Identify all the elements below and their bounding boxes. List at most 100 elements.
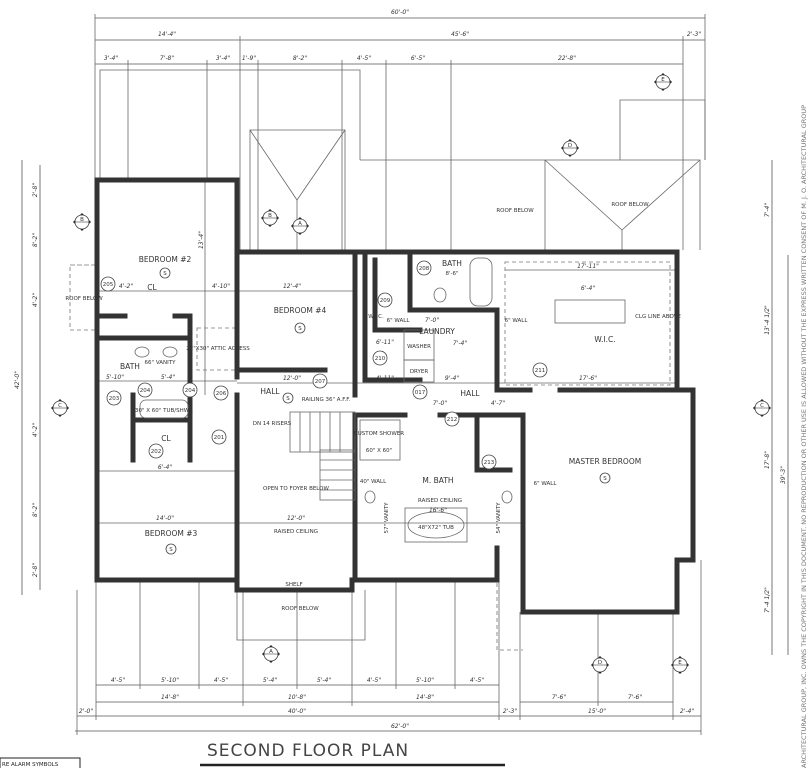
dryer-label: DRYER bbox=[410, 369, 429, 375]
door-tag-number: 203 bbox=[109, 396, 120, 402]
room-bedroom-4: BEDROOM #4 bbox=[274, 306, 327, 315]
vanity-label: 54" VANITY bbox=[496, 502, 502, 534]
dim-label: 7'-4" bbox=[764, 203, 771, 217]
tub-shower-label: 30" X 60" TUB/SHWR bbox=[135, 408, 193, 414]
door-tag-number: 213 bbox=[484, 460, 495, 466]
door-tag: 212 bbox=[444, 411, 460, 427]
wall-note: 6" WALL bbox=[387, 318, 411, 324]
dim-label: 7'-4" bbox=[453, 340, 467, 347]
stairs-label: DN 14 RISERS bbox=[253, 421, 292, 427]
section-marker-icon: D bbox=[591, 656, 609, 674]
smoke-detector-icon: S bbox=[282, 392, 294, 404]
room-wic-large: W.I.C. bbox=[594, 335, 615, 344]
ceiling-line-note: CLG LINE ABOVE bbox=[635, 314, 681, 320]
dim-label: 2'-8" bbox=[32, 563, 39, 577]
open-to-foyer: OPEN TO FOYER BELOW bbox=[263, 486, 329, 492]
dim-top-overall: 60'-0" bbox=[391, 9, 409, 16]
door-tag-number: 208 bbox=[419, 266, 430, 272]
section-marker-icon: B bbox=[73, 213, 91, 231]
room-wic-small: W.I.C. bbox=[368, 314, 384, 320]
dim-label: 4'-10" bbox=[212, 283, 230, 290]
room-master-bedroom: MASTER BEDROOM bbox=[569, 457, 641, 466]
room-bedroom-3: BEDROOM #3 bbox=[145, 529, 198, 538]
section-letter: D bbox=[598, 660, 602, 666]
section-letter: A bbox=[269, 649, 273, 655]
door-tag-number: 202 bbox=[151, 449, 162, 455]
door-tag: 208 bbox=[416, 260, 432, 276]
wall-note: 6" WALL bbox=[505, 318, 529, 324]
door-tag-number: 209 bbox=[380, 298, 391, 304]
vanity-label: 66" VANITY bbox=[145, 360, 177, 366]
dim-label: 4'-5" bbox=[111, 677, 125, 684]
section-marker-icon: E bbox=[654, 73, 672, 91]
dim-label: 7'-0" bbox=[425, 317, 439, 324]
dim-label: 8'-2" bbox=[293, 55, 307, 62]
smoke-symbol: S bbox=[603, 476, 607, 482]
vanity-label: 57" VANITY bbox=[384, 502, 390, 534]
dim-label: 17'-6" bbox=[579, 375, 597, 382]
copyright-notice: ARCHITECTURAL GROUP, INC. OWNS THE COPYR… bbox=[800, 105, 808, 768]
raised-ceiling: RAISED CEILING bbox=[418, 498, 462, 504]
door-tag-number: 204 bbox=[185, 388, 196, 394]
dim-label: 10'-8" bbox=[288, 694, 306, 701]
door-tag-number: 207 bbox=[315, 379, 326, 385]
wall-note: 40" WALL bbox=[360, 479, 387, 485]
dim-label: 3'-4" bbox=[216, 55, 230, 62]
dim-label: 5'-10" bbox=[161, 677, 179, 684]
door-tag: 204 bbox=[137, 382, 153, 398]
smoke-detector-icon: S bbox=[165, 543, 177, 555]
door-tag-number: 201 bbox=[214, 435, 225, 441]
dim-label: 45'-6" bbox=[451, 31, 469, 38]
door-tag-number: 206 bbox=[216, 391, 227, 397]
door-tag: 209 bbox=[377, 292, 393, 308]
smoke-detectors: S S S S S bbox=[159, 267, 611, 555]
dim-label: 22'-8" bbox=[558, 55, 576, 62]
door-tag-number: 211 bbox=[535, 368, 546, 374]
attic-access: 22"X30" ATTIC ACCESS bbox=[186, 346, 250, 352]
dim-label: 8'-2" bbox=[32, 503, 39, 517]
dim-label: 13'-4 1/2" bbox=[764, 305, 771, 335]
dim-label: 6'-11" bbox=[376, 339, 394, 346]
room-laundry: LAUNDRY bbox=[419, 327, 455, 336]
dim-label: 4'-11" bbox=[376, 375, 394, 382]
dim-label: 4'-2" bbox=[32, 293, 39, 307]
dim-label: 40'-0" bbox=[288, 708, 306, 715]
dim-label: 9'-4" bbox=[445, 375, 459, 382]
door-tag: 203 bbox=[106, 390, 122, 406]
dim-label: 6'-4" bbox=[581, 285, 595, 292]
dim-label: 7'-6" bbox=[628, 694, 642, 701]
wall-note: 6" WALL bbox=[534, 481, 558, 487]
dim-label: 7'-0" bbox=[433, 400, 447, 407]
dim-label: 7'-4 1/2" bbox=[764, 587, 771, 613]
dim-label: 1'-9" bbox=[242, 55, 256, 62]
smoke-symbol: S bbox=[286, 396, 290, 402]
dim-label: 14'-4" bbox=[158, 31, 176, 38]
section-marker-icon: C bbox=[753, 399, 771, 417]
dim-label: 3'-4" bbox=[104, 55, 118, 62]
room-labels: BEDROOM #2 BEDROOM #4 BEDROOM #3 MASTER … bbox=[120, 255, 681, 588]
room-bath: BATH bbox=[120, 362, 140, 371]
dim-label: 5'-4" bbox=[317, 677, 331, 684]
section-letter: C bbox=[760, 403, 764, 409]
door-tag: 201 bbox=[211, 429, 227, 445]
section-marker-icon: D bbox=[561, 139, 579, 157]
dim-label: 5'-4" bbox=[161, 374, 175, 381]
smoke-detector-icon: S bbox=[159, 267, 171, 279]
railing-label: RAILING 36" A.F.F. bbox=[302, 397, 351, 403]
dim-label: 16'-6" bbox=[429, 507, 447, 514]
stairs bbox=[289, 411, 356, 501]
tub-label: 48"X72" TUB bbox=[418, 525, 454, 531]
dim-label: 4'-5" bbox=[470, 677, 484, 684]
section-letter: A bbox=[298, 221, 302, 227]
dim-label: 12'-0" bbox=[287, 515, 305, 522]
dim-label: 5'-10" bbox=[106, 374, 124, 381]
dim-label: 7'-8" bbox=[160, 55, 174, 62]
section-marker-icon: A bbox=[262, 645, 280, 663]
custom-shower-label: CUSTOM SHOWER bbox=[354, 431, 404, 437]
smoke-symbol: S bbox=[169, 547, 173, 553]
roof-below-label: ROOF BELOW bbox=[496, 208, 534, 214]
smoke-symbol: S bbox=[298, 326, 302, 332]
room-master-bath: M. BATH bbox=[422, 476, 453, 485]
